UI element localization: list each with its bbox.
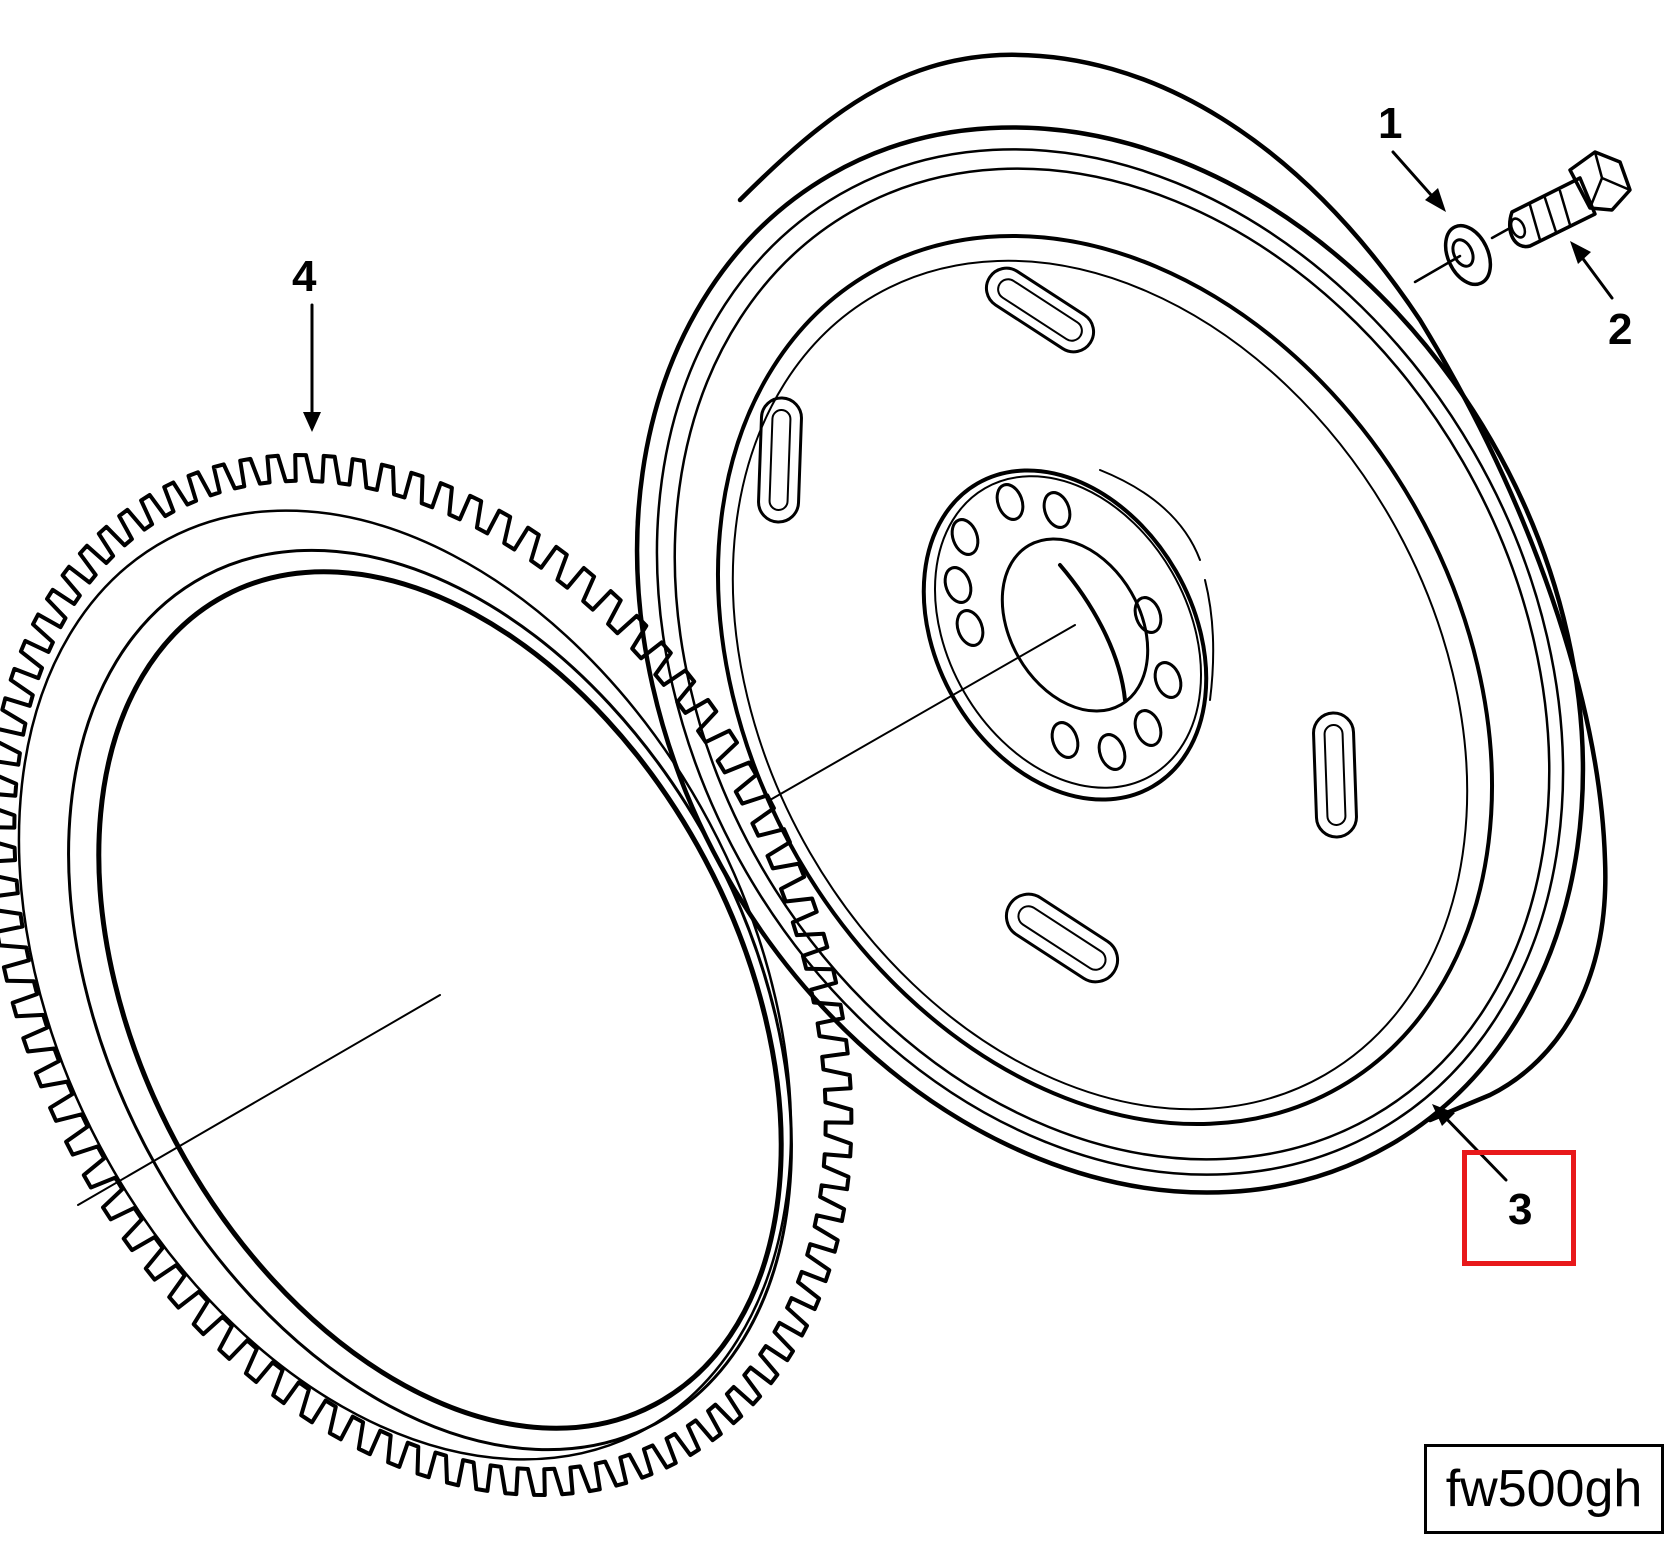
callout-arrows (303, 150, 1614, 1182)
figure-id-label: fw500gh (1424, 1444, 1664, 1534)
callout-3: 3 (1508, 1185, 1533, 1234)
callout-1: 1 (1378, 99, 1403, 148)
callout-3-highlight-box (1462, 1150, 1576, 1266)
callout-4: 4 (292, 252, 317, 301)
callout-2: 2 (1608, 305, 1633, 354)
flywheel-slots (757, 266, 1358, 984)
flywheel-hub (921, 468, 1215, 802)
flywheel (634, 52, 1608, 1195)
washer (1413, 223, 1493, 287)
hub-bolt-holes (943, 483, 1183, 771)
bolt (1490, 150, 1632, 249)
ring-gear (0, 453, 854, 1497)
